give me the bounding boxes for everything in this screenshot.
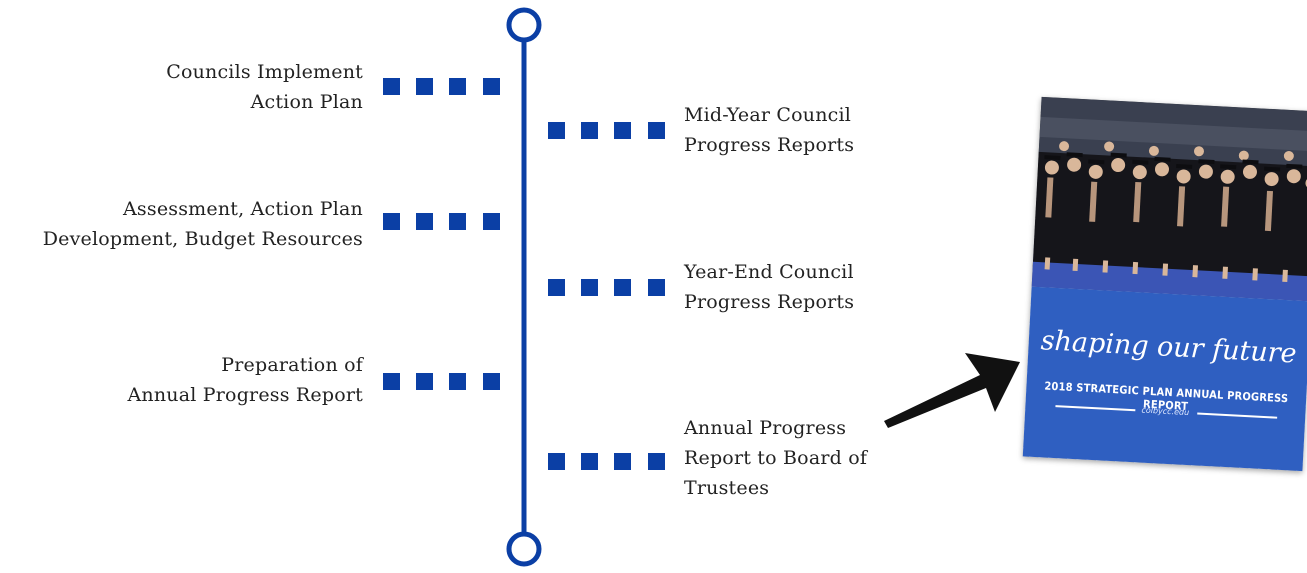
arrow-icon xyxy=(884,353,1020,428)
label-line: Trustees xyxy=(684,477,770,499)
connector-square xyxy=(483,213,500,230)
connector-square xyxy=(648,453,665,470)
timeline-start-circle xyxy=(506,7,542,43)
connector-square xyxy=(416,213,433,230)
label-line: Preparation of xyxy=(221,354,363,376)
right-item-annual-report: Annual Progress Report to Board of Trust… xyxy=(684,413,867,503)
label-line: Progress Reports xyxy=(684,291,855,313)
connector-square xyxy=(548,453,565,470)
left-item-preparation: Preparation of Annual Progress Report xyxy=(128,350,363,410)
connector-square xyxy=(648,279,665,296)
connector-square xyxy=(614,453,631,470)
connector-square xyxy=(483,78,500,95)
connector-square xyxy=(383,213,400,230)
graduates-illustration xyxy=(1031,96,1307,302)
connector-square xyxy=(548,122,565,139)
label-line: Assessment, Action Plan xyxy=(123,198,363,220)
connector-square xyxy=(581,279,598,296)
connector-square xyxy=(614,122,631,139)
label-line: Action Plan xyxy=(250,91,363,113)
label-line: Annual Progress xyxy=(684,417,847,439)
connector-square xyxy=(581,122,598,139)
connector-square xyxy=(449,373,466,390)
connector-square xyxy=(581,453,598,470)
connector-right-2 xyxy=(548,279,665,296)
right-item-year-end: Year-End Council Progress Reports xyxy=(684,257,854,317)
connector-square xyxy=(483,373,500,390)
timeline-end-circle xyxy=(506,531,542,567)
connector-square xyxy=(548,279,565,296)
connector-square xyxy=(383,373,400,390)
connector-square xyxy=(416,373,433,390)
label-line: Progress Reports xyxy=(684,134,855,156)
connector-left-3 xyxy=(383,373,500,390)
connector-square xyxy=(383,78,400,95)
label-line: Mid-Year Council xyxy=(684,104,852,126)
connector-right-1 xyxy=(548,122,665,139)
label-line: Year-End Council xyxy=(684,261,854,283)
connector-square xyxy=(648,122,665,139)
left-item-councils-implement: Councils Implement Action Plan xyxy=(166,57,363,117)
cover-title: shaping our future xyxy=(1039,325,1298,370)
graduation-photo xyxy=(1031,96,1307,302)
label-line: Report to Board of xyxy=(684,447,868,469)
left-item-assessment: Assessment, Action Plan Development, Bud… xyxy=(43,194,363,254)
label-line: Annual Progress Report xyxy=(127,384,363,406)
connector-square xyxy=(449,78,466,95)
connector-square xyxy=(416,78,433,95)
report-cover-image: shaping our future 2018 STRATEGIC PLAN A… xyxy=(1022,96,1307,472)
connector-right-3 xyxy=(548,453,665,470)
connector-square xyxy=(449,213,466,230)
connector-left-1 xyxy=(383,78,500,95)
connector-square xyxy=(614,279,631,296)
right-item-mid-year: Mid-Year Council Progress Reports xyxy=(684,100,854,160)
cover-band: shaping our future 2018 STRATEGIC PLAN A… xyxy=(1022,286,1307,472)
connector-left-2 xyxy=(383,213,500,230)
label-line: Councils Implement xyxy=(166,61,363,83)
label-line: Development, Budget Resources xyxy=(42,228,363,250)
